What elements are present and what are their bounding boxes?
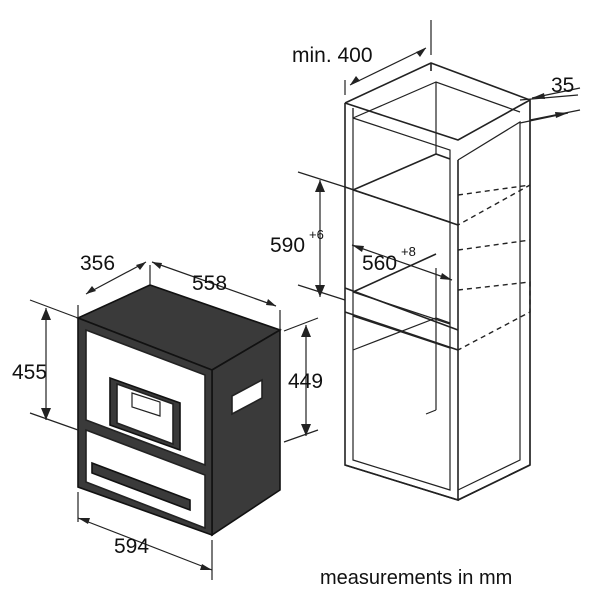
- label-niche-width: 560: [362, 252, 397, 275]
- label-niche-height: 590: [270, 234, 305, 257]
- coffee-machine: [75, 284, 282, 537]
- cabinet: [344, 62, 531, 502]
- label-niche-width-tolerance: +8: [401, 244, 416, 259]
- dimension-lines: [29, 20, 581, 580]
- label-niche-height-tolerance: +6: [309, 227, 324, 242]
- label-appliance-height: 455: [12, 361, 47, 384]
- label-cabinet-min-depth: min. 400: [292, 44, 373, 67]
- label-appliance-front-height: 449: [288, 370, 323, 393]
- caption: measurements in mm: [320, 567, 512, 589]
- label-appliance-width: 594: [114, 535, 149, 558]
- label-appliance-depth: 356: [80, 252, 115, 275]
- dimension-labels: 356 558 455 449 594 min. 400 35 590 +6 5…: [12, 44, 574, 589]
- label-cabinet-offset: 35: [551, 74, 574, 97]
- label-appliance-width-side: 558: [192, 272, 227, 295]
